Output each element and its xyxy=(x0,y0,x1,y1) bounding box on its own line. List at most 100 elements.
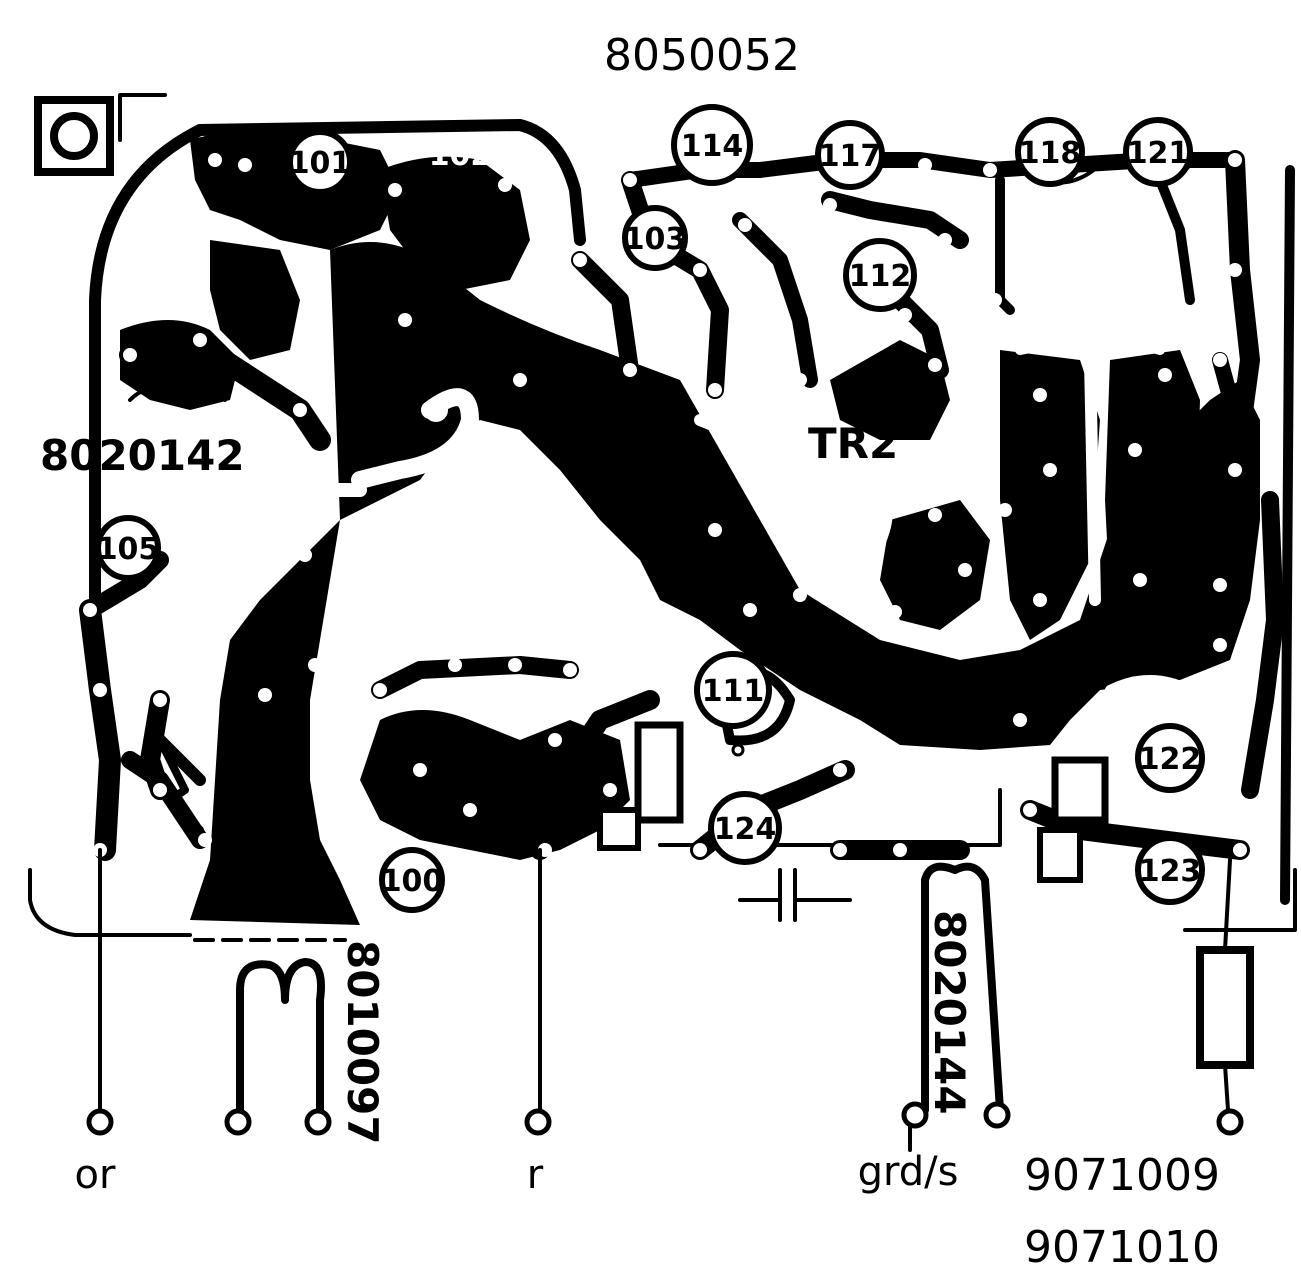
solder-pad xyxy=(153,783,167,797)
terminal-label-or: or xyxy=(75,1152,116,1198)
solder-pad xyxy=(1228,153,1242,167)
solder-pad xyxy=(623,363,637,377)
solder-pad xyxy=(998,503,1012,517)
board-code-bottom-2: 9071010 xyxy=(1024,1222,1220,1273)
solder-pad xyxy=(793,373,807,387)
solder-pad xyxy=(1023,803,1037,817)
solder-pad xyxy=(763,303,777,317)
solder-pad xyxy=(888,605,902,619)
ref-label-7: 7 xyxy=(1180,413,1209,462)
terminal-r-ring xyxy=(524,1108,552,1136)
solder-pad xyxy=(928,508,942,522)
solder-pad xyxy=(508,658,522,672)
solder-pad xyxy=(628,673,642,687)
ref-circle-103 xyxy=(622,205,688,271)
solder-pad xyxy=(1213,578,1227,592)
terminal-pins xyxy=(86,848,1244,1152)
solder-pad xyxy=(573,253,587,267)
terminal-or-ring xyxy=(86,1108,114,1136)
solder-pad xyxy=(918,158,932,172)
solder-pad xyxy=(793,503,807,517)
solder-pad xyxy=(1213,353,1227,367)
resistor-output xyxy=(1196,946,1254,1069)
solder-pad xyxy=(833,763,847,777)
solder-pad xyxy=(743,603,757,617)
ref-circle-111 xyxy=(694,651,772,729)
solder-pad xyxy=(1043,463,1057,477)
terminal-right-ring xyxy=(1216,1108,1244,1136)
ref-label-tr2: TR2 xyxy=(808,419,898,468)
solder-pad xyxy=(1158,368,1172,382)
solder-pad xyxy=(613,553,627,567)
solder-pad xyxy=(198,833,212,847)
solder-pad xyxy=(398,313,412,327)
ref-circle-114 xyxy=(671,104,753,186)
solder-pad xyxy=(1098,268,1112,282)
solder-pad xyxy=(1128,443,1142,457)
isolation-gaps xyxy=(293,340,1195,695)
ref-label-122: 122 xyxy=(1139,742,1202,777)
solder-pad xyxy=(1213,638,1227,652)
solder-pad xyxy=(958,563,972,577)
ref-circle-117 xyxy=(815,120,885,190)
ref-label-101: 101 xyxy=(289,146,352,181)
solder-pad xyxy=(1013,713,1027,727)
solder-pad xyxy=(548,733,562,747)
solder-pad xyxy=(258,688,272,702)
terminal-coil-1-ring xyxy=(224,1108,252,1136)
terminal-label-grd-s: grd/s xyxy=(858,1149,959,1195)
solder-pad xyxy=(833,843,847,857)
terminal-label-r: r xyxy=(527,1152,544,1198)
solder-pad xyxy=(173,478,187,492)
ref-label-102: 102 xyxy=(429,138,492,173)
solder-pad xyxy=(898,308,912,322)
solder-pad xyxy=(293,403,307,417)
board-code-bottom-1: 9071009 xyxy=(1024,1150,1220,1201)
solder-pad xyxy=(93,683,107,697)
solder-pad xyxy=(238,158,252,172)
part-number-bottom-coil: 8010097 xyxy=(338,940,387,1145)
ref-label-124: 124 xyxy=(714,812,777,847)
ref-circle-112 xyxy=(843,238,917,312)
ref-label-111: 111 xyxy=(702,674,765,709)
solder-pad xyxy=(448,658,462,672)
reference-markers: 101 102 114 117 118 121 103 112 TR2 105 … xyxy=(95,104,1209,913)
ref-circle-100 xyxy=(379,847,445,913)
copper-ground-plane xyxy=(120,130,1260,925)
solder-pad xyxy=(318,308,332,322)
solder-pad xyxy=(498,178,512,192)
ref-circle-105 xyxy=(95,515,161,581)
solder-pad xyxy=(423,618,437,632)
mounting-hole-square xyxy=(34,96,114,176)
solder-pad xyxy=(1228,263,1242,277)
ref-label-121: 121 xyxy=(1127,136,1190,171)
solder-pad xyxy=(738,218,752,232)
part-number-left-coil: 8020142 xyxy=(40,431,245,480)
solder-pad xyxy=(928,358,942,372)
ref-label-100: 100 xyxy=(381,864,444,899)
solder-pad xyxy=(953,193,967,207)
solder-pad xyxy=(823,198,837,212)
solder-pad xyxy=(793,588,807,602)
ref-circle-101 xyxy=(287,129,353,195)
pads xyxy=(83,153,1247,857)
resistor-vertical xyxy=(634,721,684,824)
solder-pad xyxy=(603,783,617,797)
coil-winding xyxy=(236,958,325,1114)
solder-pad xyxy=(823,573,837,587)
solder-pad xyxy=(983,163,997,177)
solder-pad xyxy=(988,293,1002,307)
board-code-top: 8050052 xyxy=(604,30,800,81)
ref-label-103: 103 xyxy=(624,222,687,257)
solder-pad xyxy=(123,348,137,362)
solder-pad xyxy=(83,603,97,617)
pad-square xyxy=(597,807,641,851)
solder-pad xyxy=(693,843,707,857)
ref-circle-123 xyxy=(1135,835,1205,905)
ref-circle-118 xyxy=(1015,117,1085,187)
solder-pad xyxy=(558,503,572,517)
terminal-labels: or r grd/s xyxy=(75,1149,959,1198)
solder-pad xyxy=(478,618,492,632)
ref-circle-122 xyxy=(1135,723,1205,793)
